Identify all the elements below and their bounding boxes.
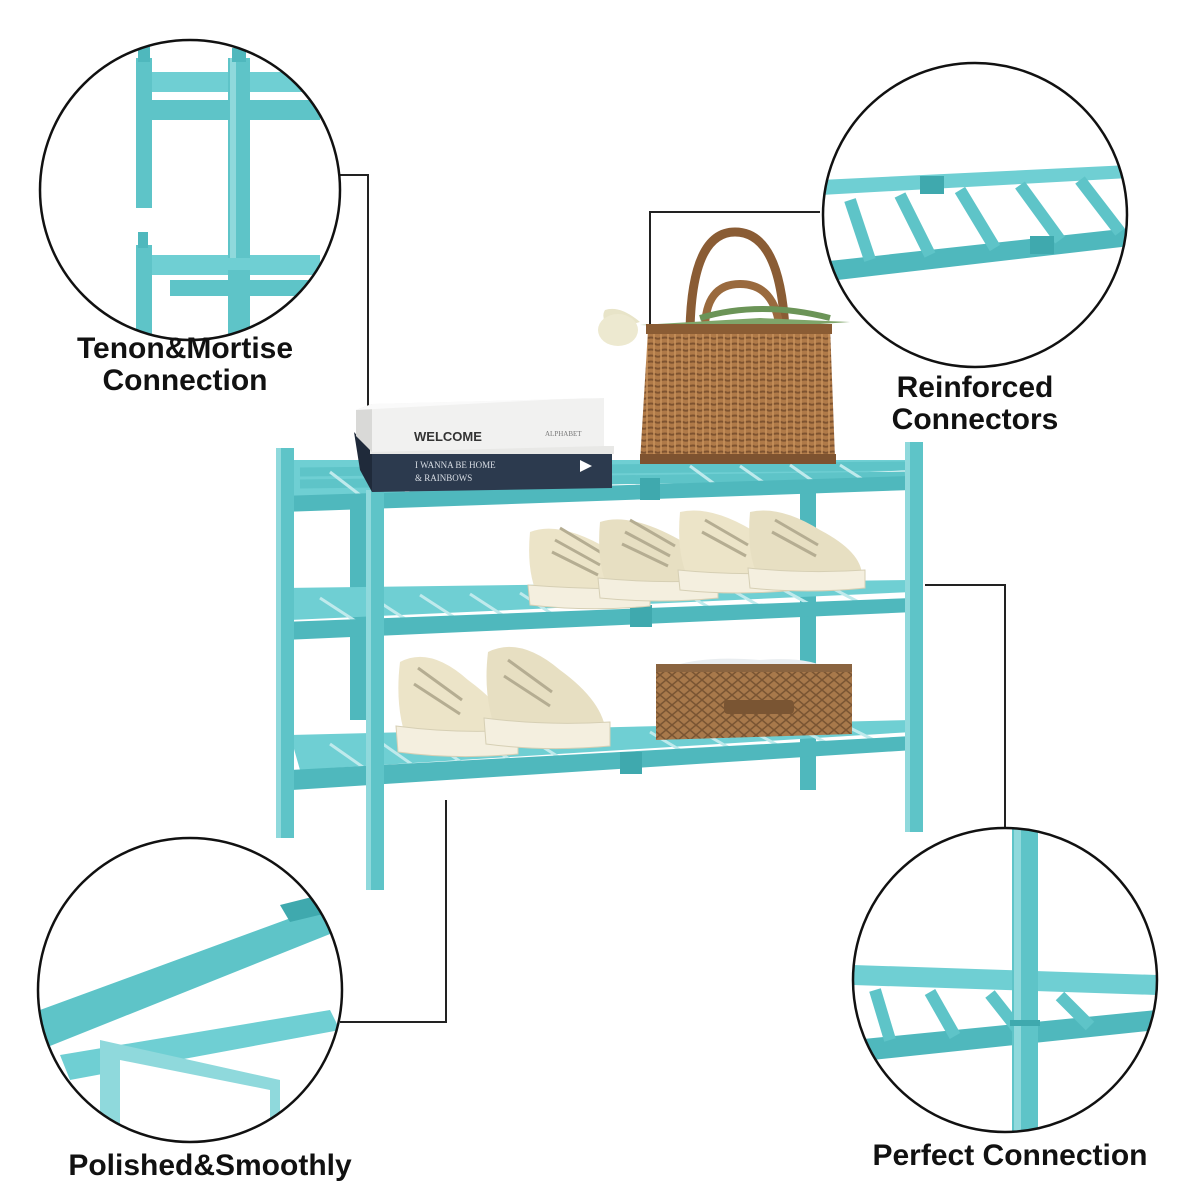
leader-line-bottom-left	[340, 800, 447, 1023]
magnifier-circle-outline	[851, 826, 1159, 1134]
zoom-circle-tenon-mortise	[38, 38, 342, 342]
callout-label-line: Connection	[102, 363, 268, 397]
sneakers-middle-shelf	[527, 510, 866, 610]
book-bottom-text-1: I WANNA BE HOME	[415, 460, 496, 470]
magnifier-circle-outline	[821, 61, 1129, 369]
book-top-title: WELCOME	[414, 429, 482, 444]
book-top-small: ALPHABET	[545, 430, 582, 438]
callout-label-line: Connectors	[891, 402, 1059, 436]
sneaker	[483, 646, 611, 750]
zoom-circle-perfect-connection	[851, 826, 1159, 1134]
wicker-basket	[598, 227, 850, 464]
callout-label-polished: Polished&Smoothly	[30, 1150, 390, 1182]
sneaker	[747, 510, 866, 592]
book-bottom-text-2: & RAINBOWS	[415, 473, 472, 483]
callout-label-line: Perfect Connection	[872, 1139, 1148, 1172]
callout-label-tenon-mortise: Tenon&Mortise Connection	[40, 333, 330, 396]
sneakers-bottom-shelf	[395, 646, 611, 758]
callout-label-line: Polished&Smoothly	[68, 1149, 352, 1182]
magnifier-circle-outline	[36, 836, 344, 1144]
magnifier-circle-outline	[38, 38, 342, 342]
callout-label-line: Reinforced	[896, 371, 1054, 404]
books-stack: I WANNA BE HOME & RAINBOWS WELCOME ALPHA…	[354, 398, 614, 492]
zoom-circle-reinforced-connectors	[821, 61, 1129, 369]
callout-label-line: Tenon&Mortise	[76, 332, 294, 365]
leader-line-top-left	[340, 174, 369, 490]
callout-label-reinforced-connectors: Reinforced Connectors	[860, 372, 1090, 435]
zoom-circle-polished	[36, 836, 344, 1144]
leader-line-bottom-right	[925, 584, 1006, 830]
callout-label-perfect-connection: Perfect Connection	[845, 1140, 1175, 1172]
storage-basket	[656, 658, 852, 740]
